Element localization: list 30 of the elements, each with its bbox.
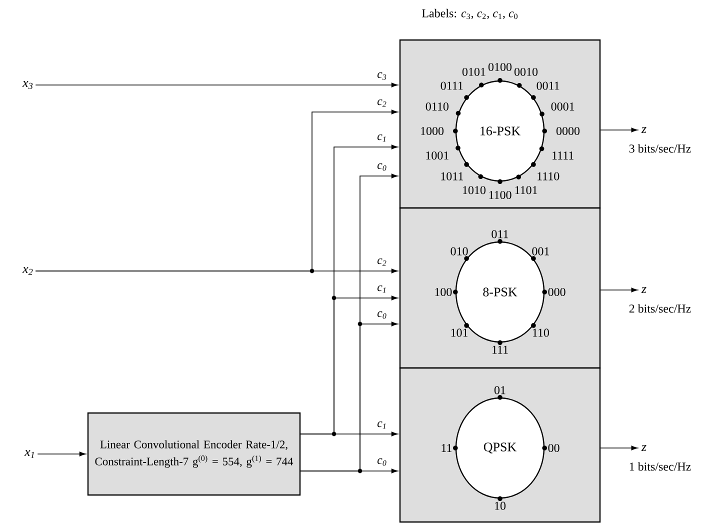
rate-label: 2 bits/sec/Hz	[629, 304, 691, 313]
edge-label: c$_{1}$	[377, 421, 386, 429]
signal-label: x$_{1}$	[24, 450, 34, 458]
rate-label: 1 bits/sec/Hz	[630, 462, 691, 471]
edge-label: c$_{0}$	[377, 311, 386, 319]
arrow	[35, 268, 398, 274]
edge-label: c$_{1}$	[377, 285, 386, 293]
edge-label: c$_{2}$	[377, 258, 386, 266]
arrow	[600, 128, 638, 132]
signal-label: z	[641, 287, 646, 293]
point-label: 0000	[556, 126, 580, 136]
edge-label: c$_{0}$	[377, 458, 386, 466]
arrow	[600, 446, 638, 450]
encoder-box: Linear Convolutional Encoder Rate-1/2, Constraint-Length-7 g$^{(0)}$ = 554, g$^{(1)}$ = 744	[87, 412, 301, 496]
edge-label: c$_{1}$	[377, 134, 386, 142]
edge-label: c$_{3}$	[377, 72, 386, 80]
edge-label: c$_{0}$	[377, 163, 386, 171]
signal-label: x$_{2}$	[22, 267, 33, 275]
arrow	[300, 432, 398, 436]
signal-label: z	[641, 127, 646, 133]
note: Labels: c$_{3}$, c$_{2}$, c$_{1}$, c$_{0}$	[422, 8, 518, 20]
arrow	[37, 452, 86, 456]
arrow	[300, 468, 398, 474]
arrow	[600, 288, 638, 292]
arrow	[35, 82, 398, 88]
signal-label: z	[641, 445, 646, 451]
rate-label: 3 bits/sec/Hz	[629, 144, 691, 153]
edge-label: c$_{2}$	[377, 99, 386, 107]
signal-label: x$_{3}$	[22, 81, 33, 89]
point-label: 1000	[421, 126, 444, 136]
